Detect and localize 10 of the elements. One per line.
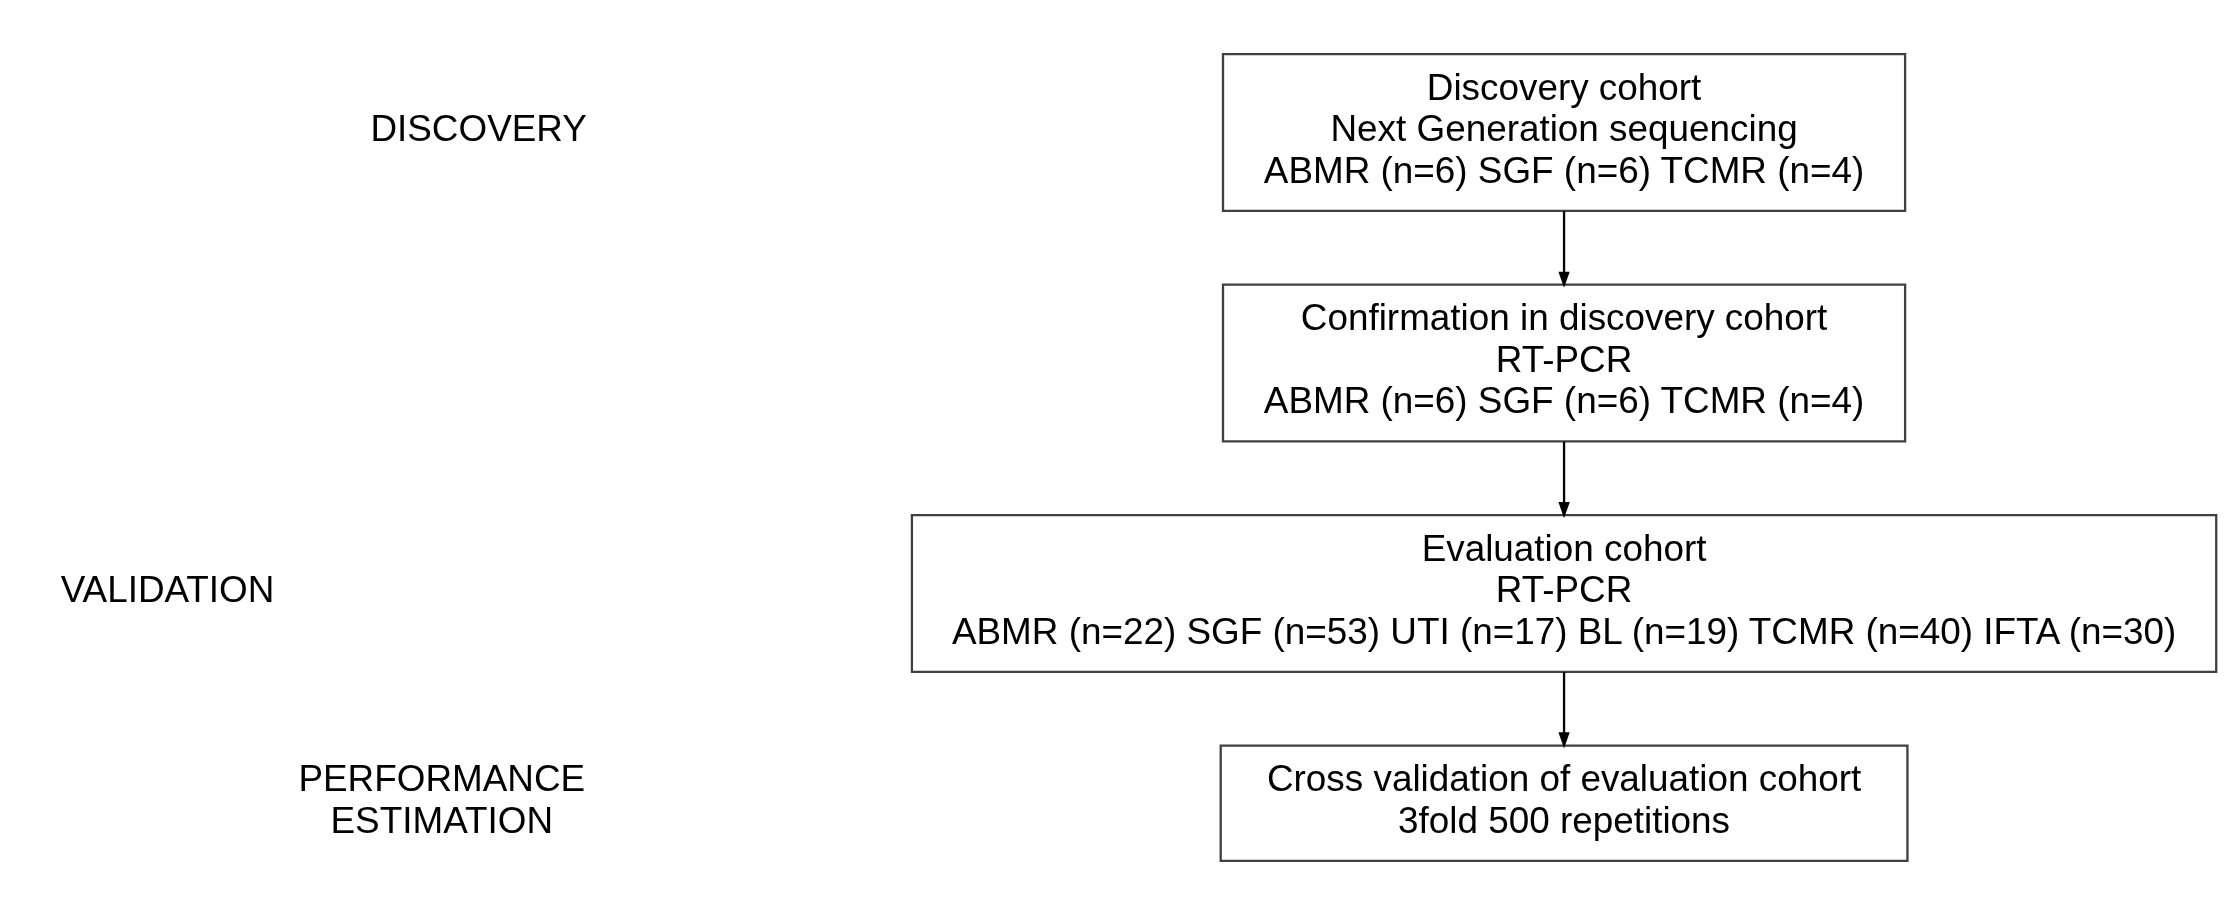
arrow — [1558, 211, 1570, 288]
arrow — [1558, 441, 1570, 519]
node-box: Confirmation in discovery cohort RT-PCR ABMR (n=6) SGF (n=6) TCMR (n=4) — [1221, 283, 1907, 443]
node-box: Evaluation cohort RT-PCR ABMR (n=22) SGF (n=53) UTI (n=17) BL (n=19) TCMR (n=40) IFTA (n=30) — [910, 513, 2218, 673]
label: PERFORMANCE ESTIMATION — [298, 758, 586, 841]
node-box: Cross validation of evaluation cohort 3fold 500 repetitions — [1219, 744, 1909, 862]
label: VALIDATION — [60, 569, 275, 611]
arrow — [1558, 672, 1570, 749]
label: DISCOVERY — [370, 108, 587, 150]
node-box: Discovery cohort Next Generation sequencing ABMR (n=6) SGF (n=6) TCMR (n=4) — [1221, 53, 1907, 213]
